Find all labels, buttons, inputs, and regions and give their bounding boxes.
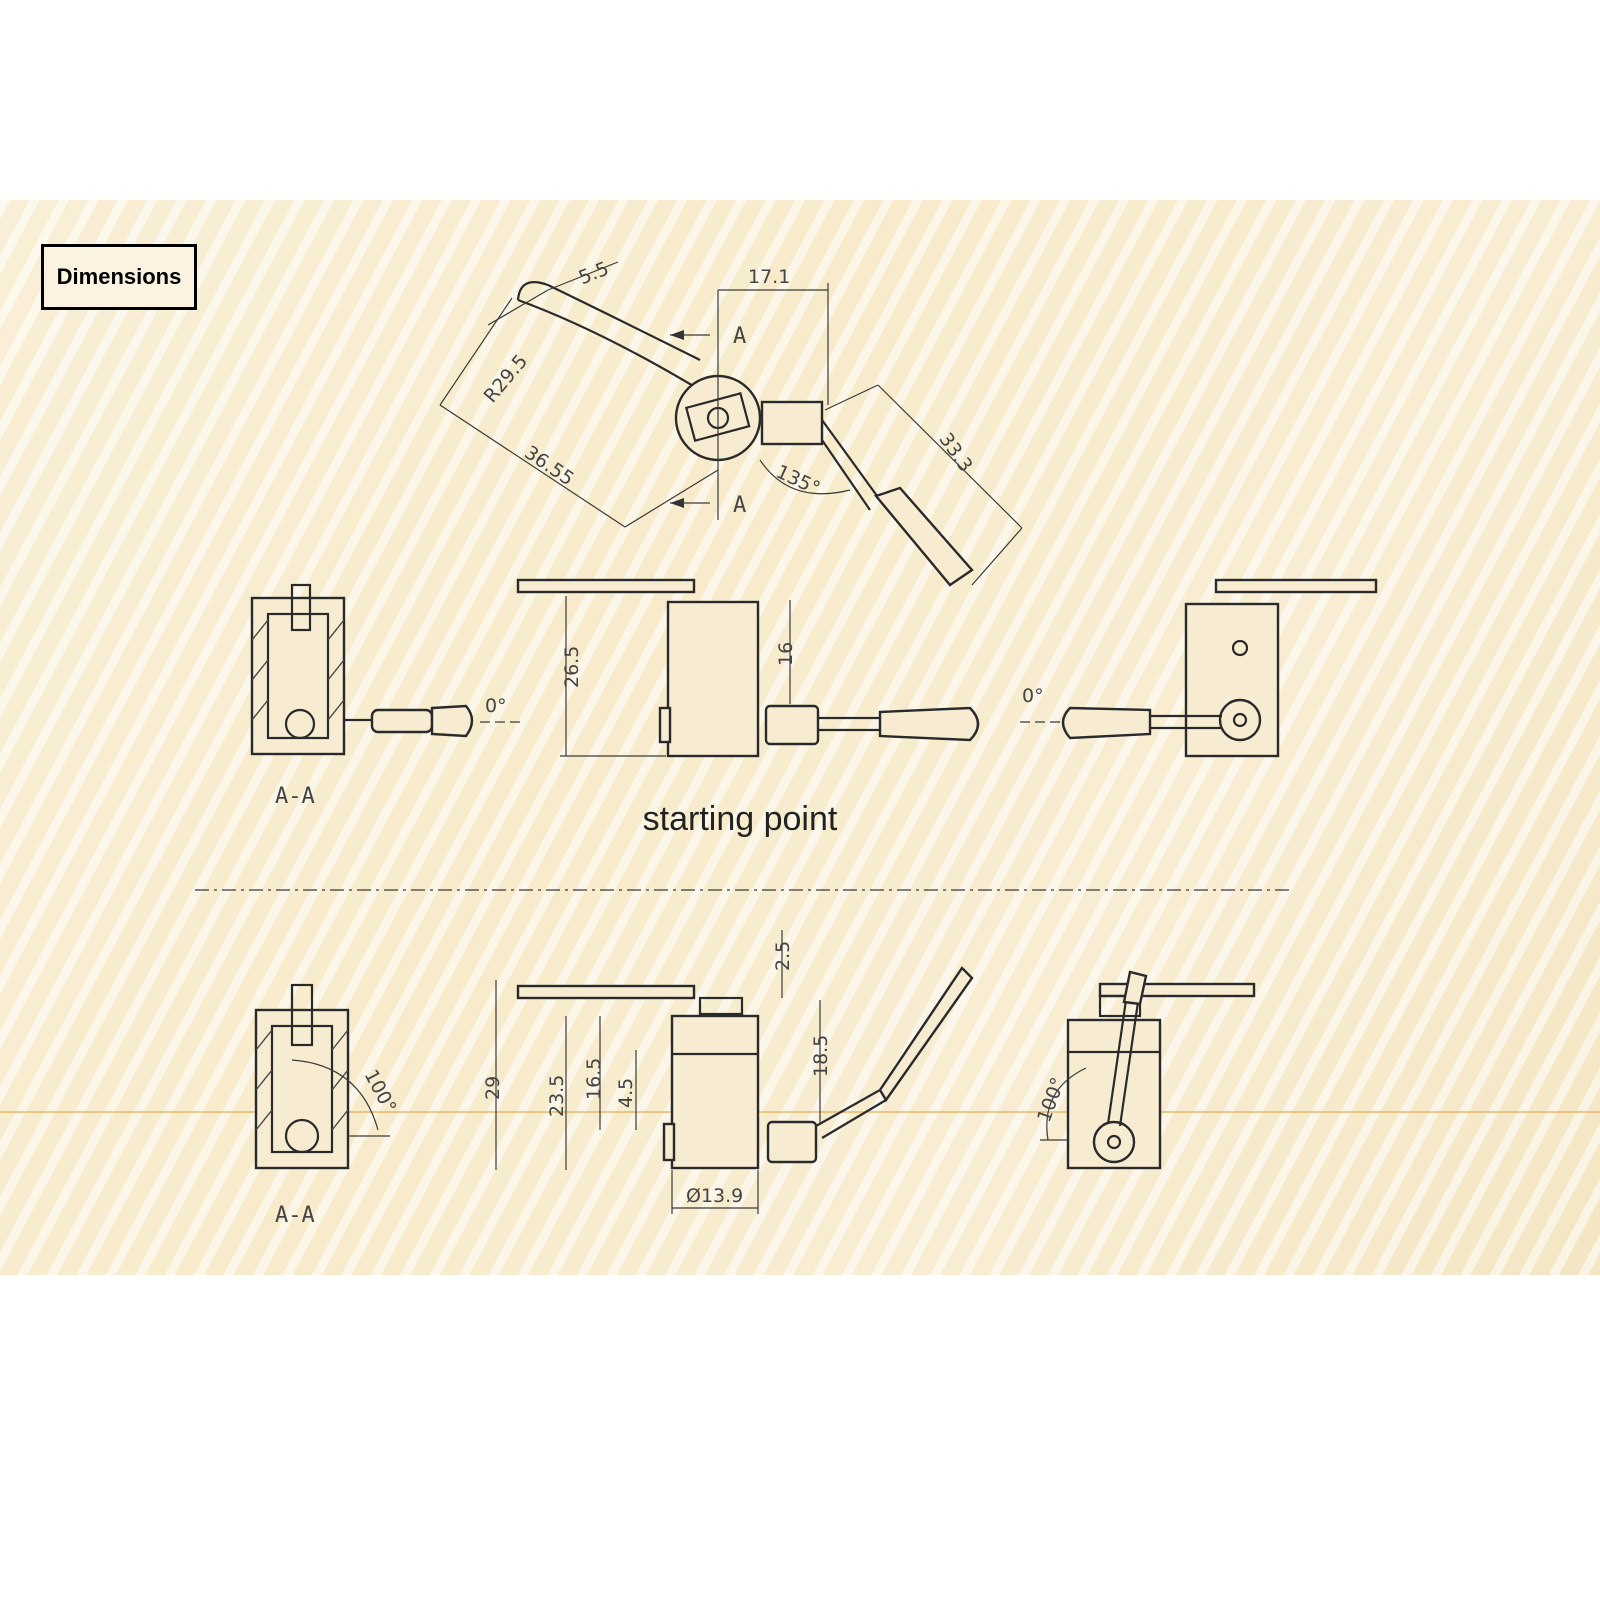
section-view-end: 100° A-A — [254, 983, 401, 1228]
dim-angle-side-end: 100° — [1033, 1075, 1069, 1126]
section-label-top: A-A — [275, 784, 315, 809]
dim-angle-section-end: 100° — [360, 1066, 401, 1117]
dim-radius: R29.5 — [480, 350, 533, 407]
dim-height-total: 29 — [482, 1076, 504, 1100]
section-view-start: 0° A-A — [250, 583, 520, 809]
top-view: A A 5.5 R29.5 36.55 17.1 33.3 135° — [439, 258, 1023, 587]
dim-gap-top: 2.5 — [772, 941, 794, 971]
dim-angle-left-start: 0° — [485, 695, 507, 717]
title-box: Dimensions — [41, 244, 197, 310]
dim-length-right: 33.3 — [934, 429, 976, 476]
side-view-end: 100° — [1033, 970, 1256, 1170]
front-view-end: 2.5 29 23.5 16.5 4.5 18.5 Ø13.9 — [482, 930, 974, 1214]
dim-height-a: 23.5 — [546, 1075, 568, 1117]
section-label-bottom: A-A — [275, 1203, 315, 1228]
dim-height-inner-start: 16 — [775, 642, 797, 666]
front-view-start: 26.5 16 — [516, 578, 980, 758]
dim-height-right: 18.5 — [810, 1035, 832, 1077]
dim-angle: 135° — [773, 461, 824, 500]
dim-height-b: 16.5 — [583, 1058, 605, 1100]
dim-height-c: 4.5 — [615, 1078, 637, 1108]
dim-offset-top: 17.1 — [748, 266, 790, 288]
dim-width: 5.5 — [576, 258, 612, 290]
dim-height-start: 26.5 — [561, 646, 583, 688]
caption-starting-point: starting point — [642, 800, 838, 838]
dim-length-left: 36.55 — [520, 442, 577, 491]
dim-angle-right-start: 0° — [1022, 685, 1044, 707]
section-mark-upper: A — [733, 324, 746, 349]
dim-diameter: Ø13.9 — [686, 1185, 743, 1207]
side-view-start: 0° — [1020, 578, 1378, 758]
section-mark-lower: A — [733, 493, 746, 518]
